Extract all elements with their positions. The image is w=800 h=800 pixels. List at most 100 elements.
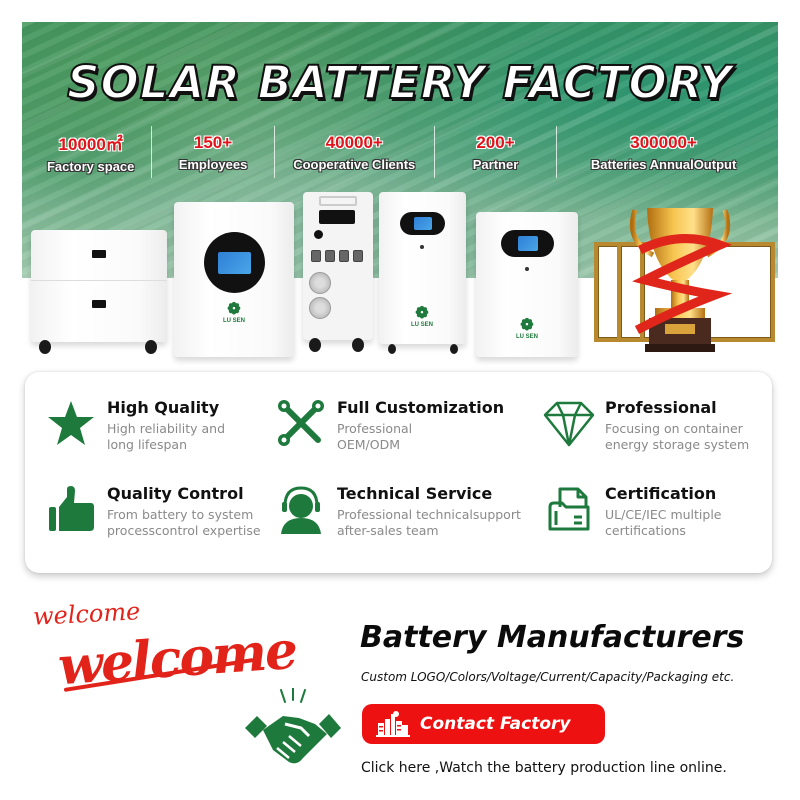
banner-title: SOLAR BATTERY FACTORY — [66, 55, 733, 110]
stats-row: 10000㎡ Factory space 150+ Employees 4000… — [32, 126, 768, 178]
power-station-image — [303, 192, 373, 340]
feature-title: High Quality — [107, 398, 220, 417]
production-line-link[interactable]: Click here ,Watch the battery production… — [361, 760, 727, 776]
stat-divider — [151, 126, 153, 178]
stat-factory-space: 10000㎡ Factory space — [32, 126, 149, 178]
ac-outlet — [311, 250, 321, 262]
features-card: High Quality High reliability and long l… — [25, 372, 772, 573]
feature-desc: after-sales team — [337, 523, 439, 538]
contact-factory-button[interactable]: Contact Factory — [362, 704, 605, 744]
factory-banner: SOLAR BATTERY FACTORY 10000㎡ Factory spa… — [22, 22, 778, 278]
stat-partner: 200+ Partner — [437, 126, 554, 178]
brand-text: LU SEN — [515, 334, 538, 340]
handshake-icon — [245, 688, 341, 764]
feature-certification: Certification UL/CE/IEC multiple certifi… — [543, 484, 722, 539]
feature-desc: From battery to system — [107, 507, 254, 522]
thumbs-up-icon — [45, 484, 97, 534]
stat-value: 40000+ — [325, 132, 383, 152]
feature-quality-control: Quality Control From battery to system p… — [45, 484, 261, 539]
feature-desc: UL/CE/IEC multiple — [605, 507, 722, 522]
feature-full-customization: Full Customization Professional OEM/ODM — [275, 398, 504, 453]
ac-outlet — [353, 250, 363, 262]
wheel — [450, 344, 458, 354]
feature-desc: High reliability and — [107, 421, 226, 436]
wheel — [309, 338, 321, 352]
brand-text: LU SEN — [222, 318, 245, 324]
feature-desc: Focusing on container — [605, 421, 743, 436]
carry-handle — [319, 196, 357, 206]
feature-title: Certification — [605, 484, 717, 503]
feature-technical-service: Technical Service Professional technical… — [275, 484, 521, 539]
maple-leaf-icon: ❁ — [520, 317, 534, 334]
stat-divider — [556, 126, 558, 178]
stat-employees: 150+ Employees — [154, 126, 271, 178]
brand-logo: ❁ LU SEN — [402, 305, 442, 329]
ac-outlet — [339, 250, 349, 262]
stat-label: Factory space — [46, 159, 135, 174]
feature-desc: processcontrol expertise — [107, 523, 261, 538]
dc-port-cover — [309, 297, 331, 319]
cta-subtitle: Custom LOGO/Colors/Voltage/Current/Capac… — [361, 670, 735, 684]
stat-divider — [273, 126, 275, 178]
brand-text: LU SEN — [410, 322, 433, 328]
cta-title: Battery Manufacturers — [360, 620, 745, 655]
wall-battery-image: ❁ LU SEN — [476, 212, 578, 357]
lcd-screen — [518, 236, 538, 251]
wheel — [145, 340, 157, 354]
floor-battery-image: ❁ LU SEN — [379, 192, 466, 344]
tools-icon — [275, 398, 327, 448]
maple-leaf-icon: ❁ — [227, 301, 241, 318]
stat-cooperative-clients: 40000+ Cooperative Clients — [277, 126, 432, 178]
stat-label: Batteries AnnualOutput — [590, 156, 737, 172]
feature-desc: OEM/ODM — [337, 437, 400, 452]
inverter-display — [204, 232, 265, 293]
stat-value: 150+ — [193, 132, 233, 152]
document-folder-icon — [543, 484, 595, 534]
stat-annual-output: 300000+ Batteries AnnualOutput — [559, 126, 768, 178]
diamond-icon — [543, 398, 595, 448]
status-led — [420, 245, 424, 249]
dc-port-cover — [309, 272, 331, 294]
contact-factory-label: Contact Factory — [420, 714, 571, 734]
stat-label: Employees — [178, 156, 248, 172]
feature-desc: certifications — [605, 523, 686, 538]
welcome-script-small: welcome — [32, 597, 141, 631]
module-handle — [92, 250, 106, 258]
trophy-icon — [629, 208, 733, 352]
stat-value: 300000+ — [630, 132, 697, 152]
star-icon — [45, 398, 97, 448]
feature-desc: long lifespan — [107, 437, 188, 452]
feature-professional: Professional Focusing on container energ… — [543, 398, 749, 453]
feature-title: Technical Service — [337, 484, 493, 503]
feature-title: Professional — [605, 398, 717, 417]
maple-leaf-icon: ❁ — [415, 305, 429, 322]
module-handle — [92, 300, 106, 308]
wheel — [39, 340, 51, 354]
feature-title: Full Customization — [337, 398, 505, 417]
inverter-image: ❁ LU SEN — [174, 202, 294, 357]
stat-value: 10000㎡ — [58, 135, 123, 154]
wheel — [388, 344, 396, 354]
feature-desc: energy storage system — [605, 437, 750, 452]
stat-label: Cooperative Clients — [293, 156, 416, 172]
brand-logo: ❁ LU SEN — [214, 301, 254, 325]
feature-high-quality: High Quality High reliability and long l… — [45, 398, 225, 453]
lcd-screen — [218, 252, 251, 274]
station-display — [319, 210, 355, 224]
stat-value: 200+ — [476, 132, 515, 152]
stat-divider — [433, 126, 435, 178]
battery-display — [400, 212, 445, 235]
product-showcase: ❁ LU SEN ❁ LU SEN ❁ — [0, 180, 800, 370]
ac-outlet — [325, 250, 335, 262]
lcd-screen — [414, 217, 432, 230]
brand-logo: ❁ LU SEN — [507, 317, 547, 341]
module-seam — [31, 280, 167, 281]
factory-icon — [376, 711, 410, 737]
status-led — [525, 267, 529, 271]
feature-desc: Professional technicalsupport — [337, 507, 521, 522]
headset-user-icon — [275, 484, 327, 534]
stackable-battery-image — [31, 230, 167, 342]
battery-display — [501, 230, 554, 257]
stat-label: Partner — [472, 156, 519, 172]
wheel — [352, 338, 364, 352]
